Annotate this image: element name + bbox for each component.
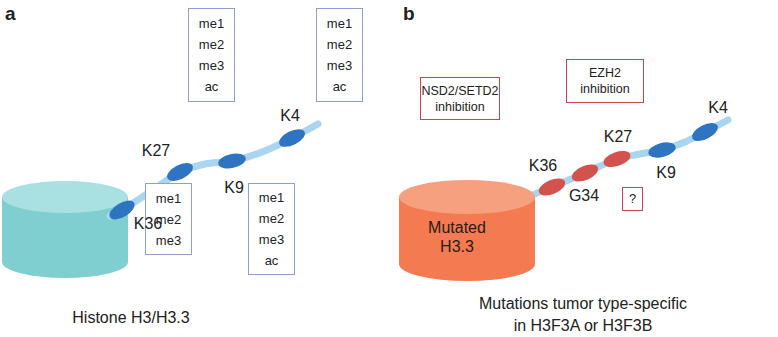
node-text: ac	[265, 250, 279, 271]
inhibition-box: EZH2 inhibition	[566, 59, 644, 103]
residue-label: K36	[529, 157, 557, 175]
panel-caption: Histone H3/H3.3	[72, 309, 189, 327]
modification-box: me1me2me3ac	[248, 183, 295, 275]
residue-oval	[689, 119, 720, 144]
node-text: me2	[327, 34, 352, 55]
node-text: me3	[327, 55, 352, 76]
residue-oval	[647, 140, 678, 161]
residue-label: K4	[280, 107, 300, 125]
histone-tail	[505, 120, 728, 208]
node-text: me3	[156, 230, 181, 251]
node-text: ac	[333, 76, 347, 97]
residue-oval	[601, 148, 632, 170]
residue-oval	[276, 125, 307, 150]
residue-oval	[536, 175, 567, 199]
mutated-histone-cylinder: Mutated H3.3	[399, 180, 535, 282]
residue-label: K27	[604, 128, 632, 146]
node-text: me1	[156, 188, 181, 209]
residue-label: K27	[142, 142, 170, 160]
unknown-box: ?	[622, 187, 643, 211]
node-text: Mutated H3.3	[419, 218, 495, 256]
node-text: ac	[205, 76, 219, 97]
panel-letter: a	[5, 3, 16, 25]
node-text: NSD2/SETD2 inhibition	[421, 83, 498, 115]
modification-box: me1me2me3ac	[188, 8, 235, 102]
panel-caption: Mutations tumor type-specific in H3F3A o…	[471, 293, 695, 337]
node-text: ?	[629, 191, 636, 207]
node-text: me3	[259, 229, 284, 250]
panel-letter: b	[403, 3, 415, 25]
node-text: me1	[199, 13, 224, 34]
node-text: me2	[259, 208, 284, 229]
node-text: me2	[199, 34, 224, 55]
residue-oval	[569, 161, 600, 185]
inhibition-box: NSD2/SETD2 inhibition	[420, 77, 500, 120]
node-text: me1	[259, 187, 284, 208]
residue-oval	[106, 197, 137, 223]
residue-label: G34	[569, 187, 599, 205]
residue-label: K36	[134, 215, 162, 233]
node-text: me3	[199, 55, 224, 76]
residue-label: K4	[708, 99, 728, 117]
modification-box: me1me2me3ac	[316, 8, 363, 102]
histone-cylinder-top	[2, 181, 128, 213]
node-text: EZH2 inhibition	[571, 65, 639, 97]
residue-label: K9	[224, 179, 244, 197]
residue-oval	[217, 151, 247, 170]
residue-oval	[164, 159, 195, 184]
residue-label: K9	[656, 164, 676, 182]
node-text: me1	[327, 13, 352, 34]
